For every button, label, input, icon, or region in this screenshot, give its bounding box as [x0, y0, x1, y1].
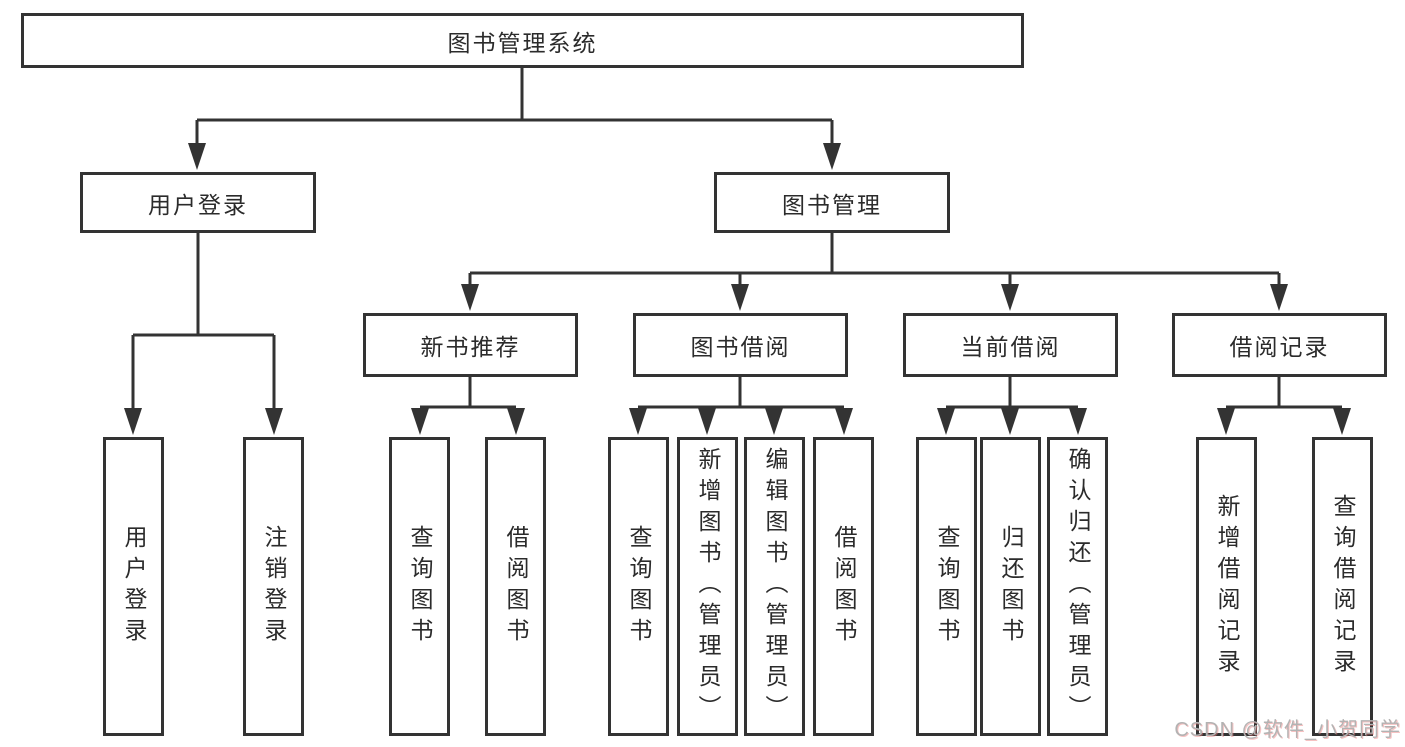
leaf-label: 新增图书（管理员）	[695, 447, 721, 726]
node-current-borrowing: 当前借阅	[903, 313, 1118, 377]
leaf-label: 归还图书	[998, 524, 1024, 649]
watermark-text: CSDN @软件_小贺同学	[1174, 719, 1401, 741]
leaf-label: 借阅图书	[831, 524, 857, 649]
leaf-label: 查询图书	[407, 524, 433, 649]
leaf-label: 新增借阅记录	[1214, 493, 1240, 680]
node-library-management-system: 图书管理系统	[21, 13, 1024, 68]
leaf-label: 借阅图书	[503, 524, 529, 649]
leaf-label: 确认归还（管理员）	[1065, 447, 1091, 726]
leaf-query-books-1: 查询图书	[389, 437, 450, 736]
node-new-book-recommendation: 新书推荐	[363, 313, 578, 377]
node-label: 新书推荐	[420, 334, 521, 360]
node-borrowing-records: 借阅记录	[1172, 313, 1387, 377]
leaf-label: 查询图书	[934, 524, 960, 649]
node-label: 图书管理	[782, 191, 882, 218]
leaf-label: 查询借阅记录	[1330, 493, 1356, 680]
node-label: 借阅记录	[1229, 334, 1330, 360]
node-book-management: 图书管理	[714, 172, 950, 233]
leaf-add-borrow-record: 新增借阅记录	[1196, 437, 1257, 736]
leaf-query-borrow-record: 查询借阅记录	[1312, 437, 1373, 736]
node-label: 图书借阅	[690, 334, 791, 360]
node-book-borrowing: 图书借阅	[633, 313, 848, 377]
node-label: 当前借阅	[960, 334, 1061, 360]
leaf-logout: 注销登录	[243, 437, 304, 736]
leaf-query-books-2: 查询图书	[608, 437, 669, 736]
leaf-label: 查询图书	[626, 524, 652, 649]
leaf-add-book-admin: 新增图书（管理员）	[677, 437, 738, 736]
leaf-edit-book-admin: 编辑图书（管理员）	[744, 437, 805, 736]
leaf-borrow-books-1: 借阅图书	[485, 437, 546, 736]
leaf-return-books: 归还图书	[980, 437, 1041, 736]
leaf-query-books-3: 查询图书	[916, 437, 977, 736]
leaf-label: 用户登录	[121, 524, 147, 649]
leaf-label: 注销登录	[261, 524, 287, 649]
node-label: 用户登录	[148, 191, 248, 218]
leaf-label: 编辑图书（管理员）	[762, 447, 788, 726]
leaf-user-login: 用户登录	[103, 437, 164, 736]
node-user-login: 用户登录	[80, 172, 316, 233]
node-label: 图书管理系统	[447, 29, 598, 56]
leaf-confirm-return-admin: 确认归还（管理员）	[1047, 437, 1108, 736]
leaf-borrow-books-2: 借阅图书	[813, 437, 874, 736]
